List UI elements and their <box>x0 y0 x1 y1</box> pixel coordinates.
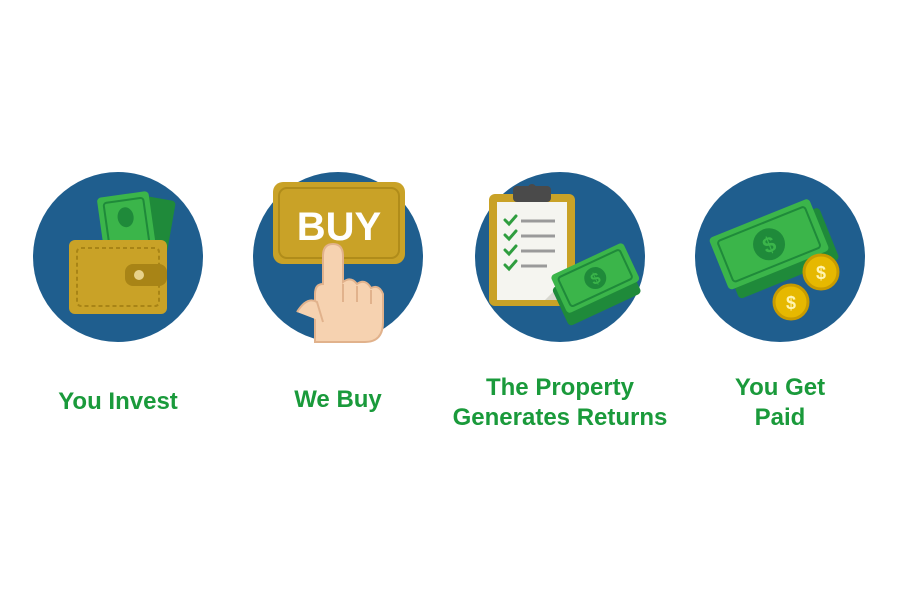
wallet-with-cash-icon <box>33 172 203 342</box>
step-you-invest: You Invest <box>8 0 228 600</box>
step-label: We Buy <box>294 386 382 413</box>
svg-text:$: $ <box>816 263 826 283</box>
buy-button-hand-icon: BUY <box>253 172 423 343</box>
step-property-returns: $ The Property Generates Returns <box>450 0 670 600</box>
buy-button-text: BUY <box>297 205 382 249</box>
step-you-get-paid: $ $ $ You Get Paid <box>670 0 890 600</box>
cash-and-coins-icon: $ $ $ <box>695 172 865 342</box>
step-label: You Get Paid <box>734 374 826 431</box>
step-we-buy: BUY We Buy <box>228 0 448 600</box>
svg-text:$: $ <box>786 293 796 313</box>
step-label: You Invest <box>58 388 178 415</box>
clipboard-with-cash-icon: $ <box>475 172 645 342</box>
step-label: The Property Generates Returns <box>452 374 668 431</box>
